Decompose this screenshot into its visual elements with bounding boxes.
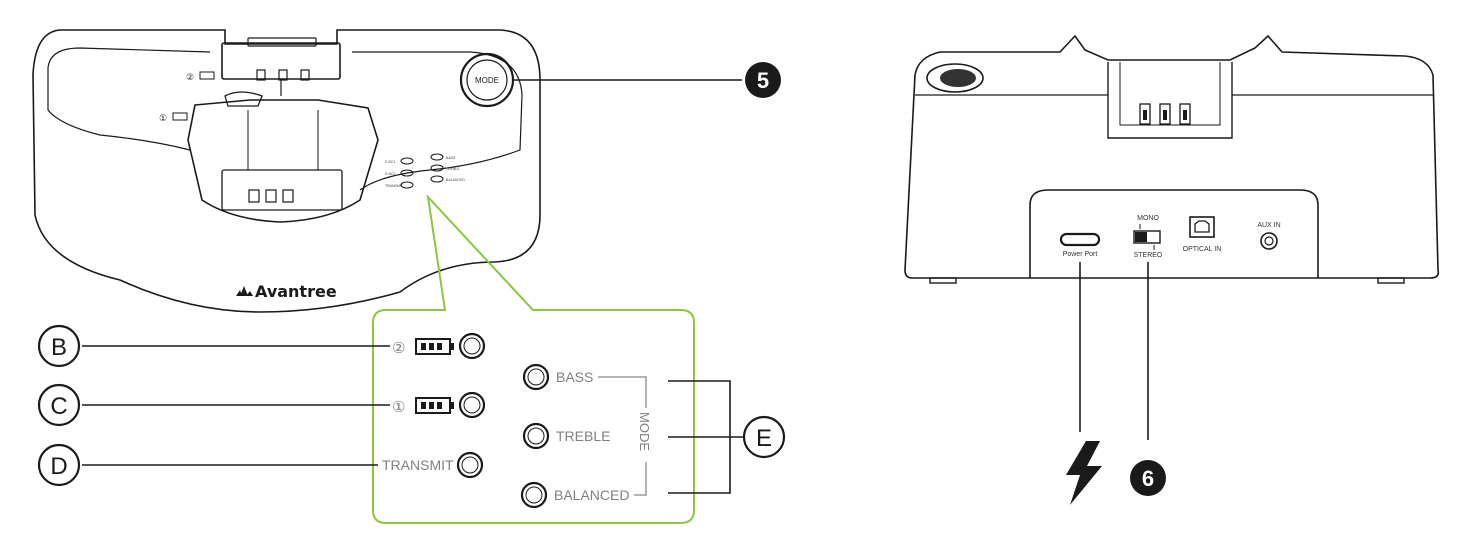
back-connector-panel: [1029, 189, 1319, 278]
back-panel-labels: Power Port MONO STEREO OPTICAL IN AUX IN: [1063, 215, 1281, 259]
back-view: [904, 34, 1440, 284]
avantree-logo-icon: [236, 286, 253, 296]
optical-in-label: OPTICAL IN: [1183, 246, 1222, 253]
zoom-inset-frame: [372, 193, 695, 524]
callout-d-letter: D: [50, 453, 67, 480]
front-led-labels: S-BC1 S-BC2 TRANSMIT BASS TREBLE BALANCE…: [385, 156, 465, 188]
svg-text:BASS: BASS: [446, 156, 456, 160]
svg-text:TRANSMIT: TRANSMIT: [385, 184, 404, 188]
svg-text:S-BC1: S-BC1: [385, 160, 395, 164]
front-cradle-slot-2: [221, 42, 341, 80]
callout-e-bracket: [668, 380, 743, 494]
brand-logo: Avantree: [255, 282, 337, 301]
front-slot2-number: ②: [186, 72, 194, 82]
front-mode-button-label: MODE: [475, 76, 499, 85]
front-view: [32, 29, 541, 313]
callout-5-number: 5: [757, 68, 769, 93]
callout-e-badge: [742, 415, 786, 459]
front-cradle-slot-1: [187, 99, 379, 223]
slot-2-led: [458, 332, 486, 360]
zoom-inset: [372, 193, 695, 524]
inset-labels: ② ① TRANSMIT BASS TREBLE BALANCED MODE: [382, 340, 652, 503]
stereo-label: STEREO: [1134, 252, 1163, 259]
inset-controls: [415, 332, 647, 509]
treble-led: [522, 422, 550, 450]
svg-text:BALANCED: BALANCED: [446, 178, 465, 182]
callout-d-badge: [37, 443, 81, 487]
treble-label: TREBLE: [556, 428, 610, 444]
slot-1-led: [458, 391, 486, 419]
callout-6-badge: [1130, 460, 1166, 496]
power-port-label: Power Port: [1063, 251, 1098, 258]
balanced-label: BALANCED: [554, 487, 629, 503]
bass-led: [522, 363, 550, 391]
transmit-label: TRANSMIT: [382, 457, 454, 473]
optical-in-port: [1189, 216, 1215, 238]
bass-label: BASS: [556, 369, 593, 385]
callout-5-badge: [745, 62, 781, 98]
inset-slot2-number: ②: [392, 340, 405, 357]
svg-text:TREBLE: TREBLE: [446, 167, 460, 171]
transmit-led: [456, 451, 484, 479]
power-port: [1059, 232, 1101, 247]
callout-b-badge: [37, 324, 81, 368]
inset-slot1-number: ①: [392, 399, 405, 416]
lightning-bolt-icon: [1066, 441, 1102, 505]
callout-b-letter: B: [51, 334, 67, 361]
callout-c-letter: C: [50, 393, 67, 420]
callout-c-badge: [37, 383, 81, 427]
mono-stereo-switch: [1133, 230, 1161, 244]
mono-label: MONO: [1137, 215, 1159, 222]
aux-in-label: AUX IN: [1257, 222, 1280, 229]
callout-6-number: 6: [1142, 466, 1154, 491]
balanced-led: [520, 481, 548, 509]
mode-vertical-label: MODE: [637, 412, 652, 451]
svg-text:S-BC2: S-BC2: [385, 172, 395, 176]
aux-in-port: [1260, 232, 1278, 250]
callout-e-letter: E: [756, 425, 772, 452]
back-top-outline: [904, 34, 1440, 279]
front-slot1-number: ①: [159, 113, 167, 123]
